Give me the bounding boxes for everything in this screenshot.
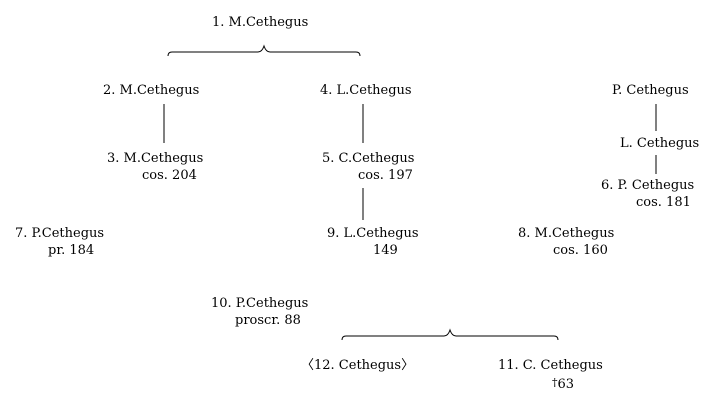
node-4-l-cethegus: 4. L.Cethegus [320, 82, 412, 99]
node-l-cethegus: L. Cethegus [620, 135, 699, 152]
node-name: 9. L.Cethegus [327, 226, 419, 241]
node-6-p-cethegus: 6. P. Cethegus cos. 181 [601, 177, 694, 211]
node-7-p-cethegus: 7. P.Cethegus pr. 184 [15, 225, 104, 259]
node-name: L. Cethegus [620, 136, 700, 151]
node-name: 2. M.Cethegus [103, 83, 200, 98]
node-name: 〈12. Cethegus〉 [301, 358, 415, 373]
node-name: 1. M.Cethegus [212, 15, 309, 30]
node-12-cethegus: 〈12. Cethegus〉 [301, 357, 414, 374]
brace-children-of-1 [167, 44, 361, 57]
node-death: †63 [498, 374, 603, 393]
node-name: 7. P.Cethegus [15, 226, 105, 241]
brace-children-of-10 [341, 328, 559, 341]
node-detail: 149 [373, 243, 398, 258]
node-1-m-cethegus: 1. M.Cethegus [212, 14, 308, 31]
node-name: 5. C.Cethegus [322, 151, 415, 166]
node-name: 10. P.Cethegus [211, 296, 309, 311]
node-detail: cos. 197 [358, 168, 413, 183]
node-3-m-cethegus: 3. M.Cethegus cos. 204 [107, 150, 203, 184]
node-name: 8. M.Cethegus [518, 226, 615, 241]
node-9-l-cethegus: 9. L.Cethegus 149 [327, 225, 419, 259]
node-p-cethegus: P. Cethegus [612, 82, 689, 99]
node-detail: cos. 204 [142, 168, 197, 183]
dagger-icon: † [552, 376, 558, 389]
node-detail: pr. 184 [48, 243, 95, 258]
node-detail: cos. 181 [636, 195, 691, 210]
node-name: 3. M.Cethegus [107, 151, 204, 166]
node-detail: 63 [557, 377, 575, 392]
node-name: 11. C. Cethegus [498, 358, 603, 373]
node-detail: cos. 160 [553, 243, 608, 258]
node-2-m-cethegus: 2. M.Cethegus [103, 82, 199, 99]
node-5-c-cethegus: 5. C.Cethegus cos. 197 [322, 150, 414, 184]
node-8-m-cethegus: 8. M.Cethegus cos. 160 [518, 225, 614, 259]
node-11-c-cethegus: 11. C. Cethegus †63 [498, 357, 603, 393]
node-name: 4. L.Cethegus [320, 83, 412, 98]
node-name: 6. P. Cethegus [601, 178, 695, 193]
node-10-p-cethegus: 10. P.Cethegus proscr. 88 [211, 295, 308, 329]
node-detail: proscr. 88 [235, 313, 301, 328]
node-name: P. Cethegus [612, 83, 689, 98]
